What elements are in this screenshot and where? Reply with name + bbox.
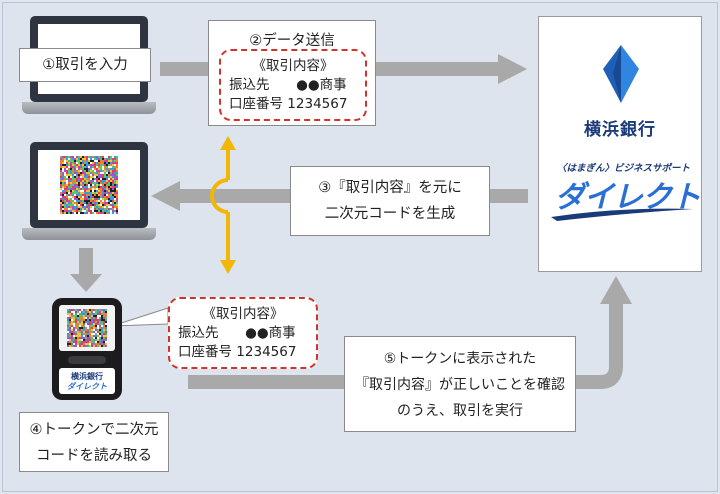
transaction-details-top: 《取引内容》 振込先 ●●商事 口座番号 1234567	[219, 49, 367, 121]
bank-name: 横浜銀行	[584, 120, 656, 140]
step1-label: ①取引を入力	[19, 48, 151, 82]
payee-value: ●●商事	[296, 77, 347, 93]
arrow-execute	[188, 276, 632, 389]
step5-line1: ⑤トークンに表示された	[383, 351, 537, 367]
payee-label: 振込先	[229, 77, 270, 93]
token-device: 横浜銀行 ダイレクト	[52, 298, 122, 400]
account-value: 1234567	[236, 344, 297, 360]
token-bank-label: 横浜銀行	[71, 372, 103, 381]
laptop-screen	[30, 142, 148, 228]
qr-code-icon	[60, 156, 118, 214]
payee-label: 振込先	[178, 325, 219, 341]
arrow-scan-down	[70, 248, 102, 292]
payee-value: ●●商事	[245, 325, 296, 341]
qr-code-icon	[67, 309, 107, 347]
token-label-panel: 横浜銀行 ダイレクト	[59, 368, 115, 394]
service-swoosh-icon	[551, 208, 693, 221]
service-subtitle: 〈はまぎん〉ビジネスサポート	[557, 163, 691, 174]
arrow-content-match	[210, 136, 236, 274]
step4-line2: コードを読み取る	[36, 448, 152, 464]
account-label: 口座番号	[229, 96, 283, 112]
step4-line1: ④トークンで二次元	[29, 422, 159, 438]
step3-line2: 二次元コードを生成	[324, 206, 456, 222]
token-screen	[59, 305, 115, 351]
account-value: 1234567	[287, 96, 348, 112]
step5-line2: 『取引内容』が正しいことを確認	[355, 377, 565, 393]
transaction-details-bottom: 《取引内容》 振込先 ●●商事 口座番号 1234567	[168, 297, 318, 369]
account-label: 口座番号	[178, 344, 232, 360]
laptop-keyboard	[22, 102, 156, 114]
bank-panel: 横浜銀行 〈はまぎん〉ビジネスサポート ダイレクト	[538, 16, 702, 272]
token-service-label: ダイレクト	[67, 382, 107, 391]
step3-line1: ③『取引内容』を元に	[318, 180, 462, 196]
transaction-heading: 《取引内容》	[252, 58, 334, 74]
step5-line3: のうえ、取引を実行	[397, 403, 523, 419]
token-button	[68, 356, 106, 364]
step3-box: ③『取引内容』を元に 二次元コードを生成	[290, 166, 490, 236]
laptop-keyboard	[22, 228, 156, 240]
bank-logo-icon	[603, 45, 639, 103]
step4-label: ④トークンで二次元 コードを読み取る	[19, 412, 169, 472]
transaction-heading: 《取引内容》	[202, 306, 284, 322]
laptop-display	[38, 150, 140, 220]
step2-label: ②データ送信	[249, 33, 335, 49]
step5-box: ⑤トークンに表示された 『取引内容』が正しいことを確認 のうえ、取引を実行	[344, 336, 576, 432]
